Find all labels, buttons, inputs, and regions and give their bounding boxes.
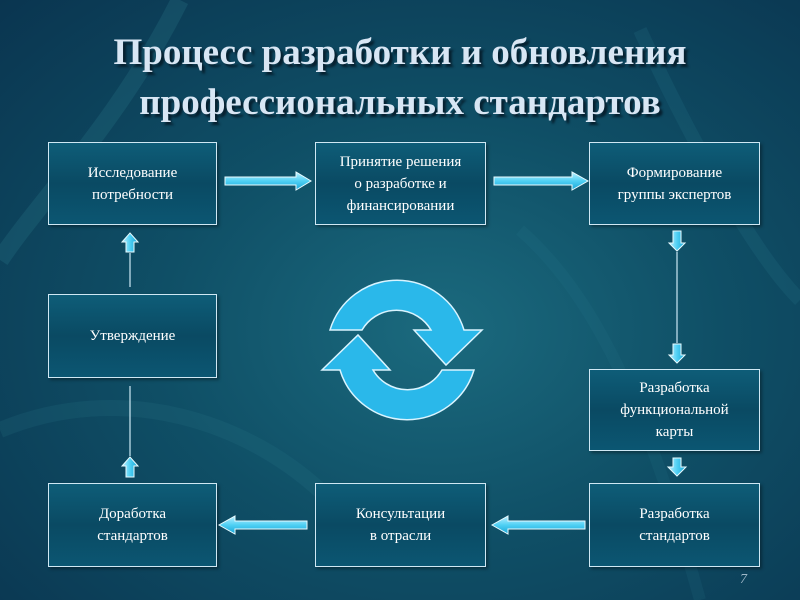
node-consult-label: Консультации в отрасли bbox=[355, 506, 446, 544]
node-decision: Принятие решения о разработке и финансир… bbox=[315, 142, 486, 225]
page-number: 7 bbox=[740, 572, 747, 587]
node-approve-label: Утверждение bbox=[89, 328, 176, 344]
node-develop-label: Разработка стандартов bbox=[639, 506, 710, 544]
node-experts-label: Формирование группы экспертов bbox=[617, 164, 732, 203]
node-revise: Доработка стандартов bbox=[48, 483, 217, 567]
node-func-map: Разработка функциональной карты bbox=[589, 369, 760, 451]
node-approve: Утверждение bbox=[48, 294, 217, 378]
node-research-label: Исследование потребности bbox=[87, 164, 178, 203]
node-experts: Формирование группы экспертов bbox=[589, 142, 760, 225]
slide-title: Процесс разработки и обновления професси… bbox=[113, 32, 687, 123]
node-research: Исследование потребности bbox=[48, 142, 217, 225]
node-func-map-label: Разработка функциональной карты bbox=[620, 380, 729, 440]
node-develop: Разработка стандартов bbox=[589, 483, 760, 567]
node-decision-label: Принятие решения о разработке и финансир… bbox=[339, 153, 462, 214]
node-revise-label: Доработка стандартов bbox=[97, 506, 168, 544]
node-consult: Консультации в отрасли bbox=[315, 483, 486, 567]
